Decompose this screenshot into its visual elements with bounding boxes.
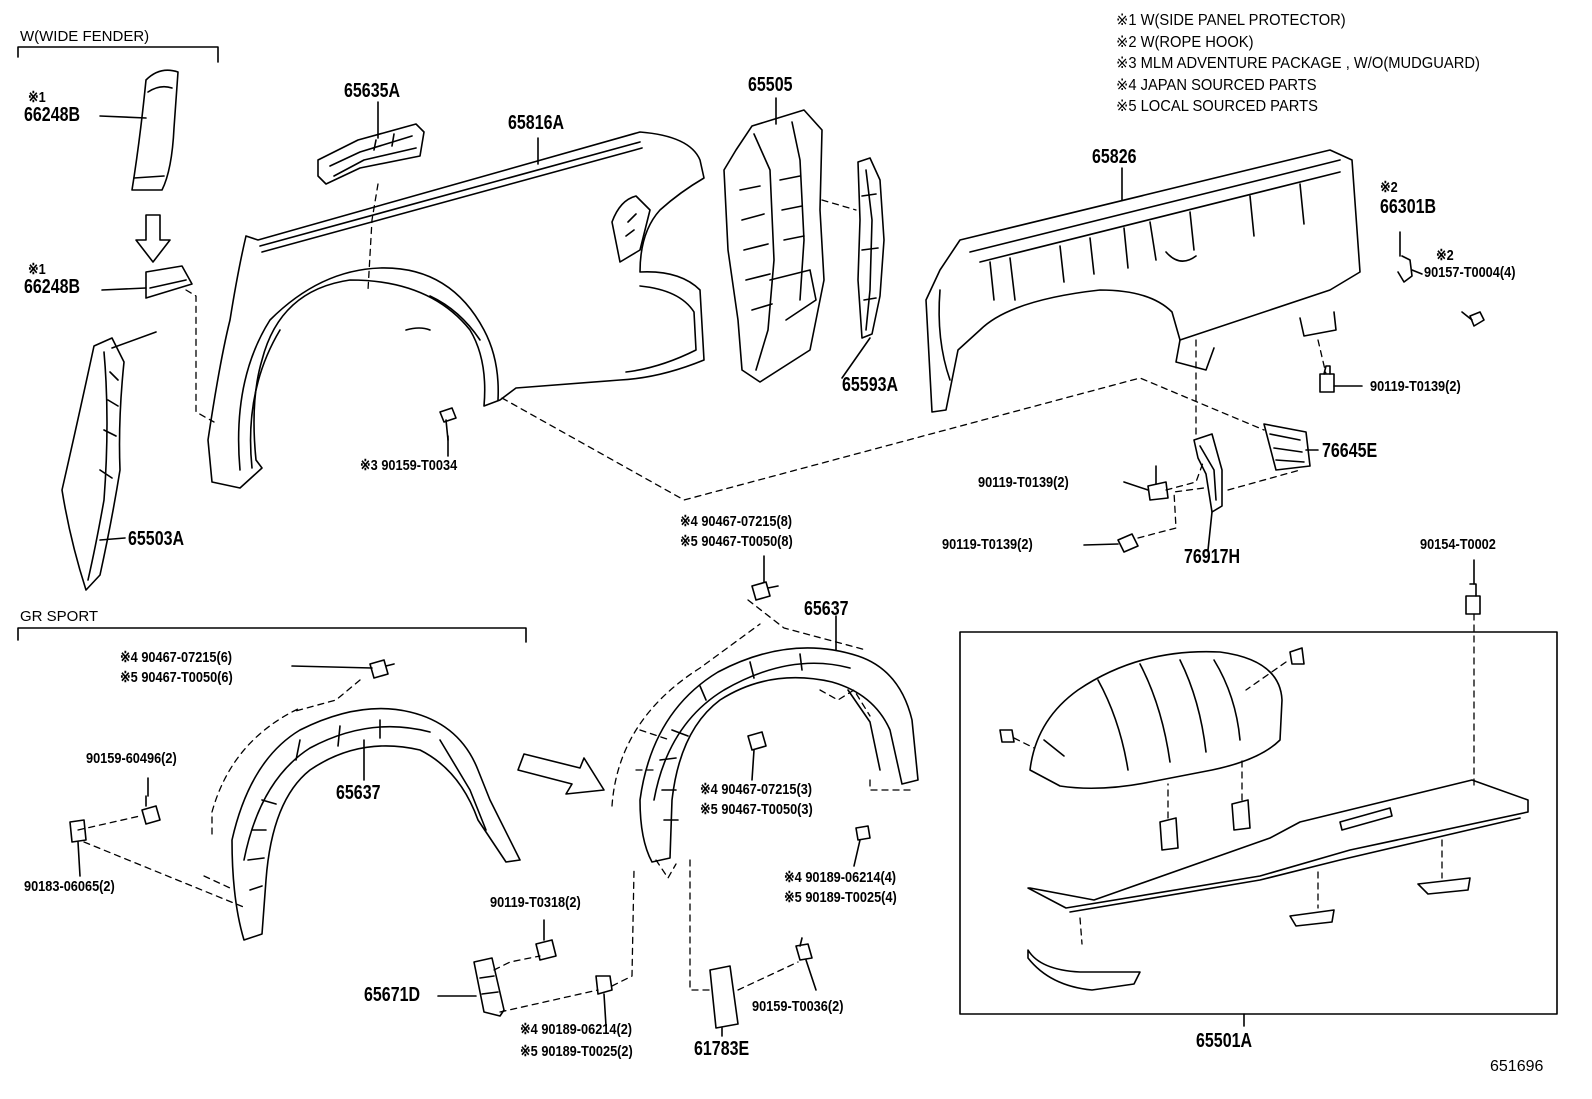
footnote-2: ※2 W(ROPE HOOK) xyxy=(1116,33,1254,51)
footnote-4: ※4 JAPAN SOURCED PARTS xyxy=(1116,76,1317,94)
part-label-90189-06214: ※4 90189-06214(4) xyxy=(784,869,897,886)
nut-icon xyxy=(595,975,613,995)
part-label-90183-06065: 90183-06065(2) xyxy=(24,878,115,895)
part-65501a-box xyxy=(959,631,1558,1015)
arrow-right-icon xyxy=(517,753,605,795)
arrow-down-icon xyxy=(135,214,171,263)
part-label-mark: ※1 xyxy=(28,261,46,278)
bolt-icon xyxy=(141,795,161,825)
part-label-90189-t0025: ※5 90189-T0025(2) xyxy=(520,1043,633,1060)
part-label-mark: ※2 xyxy=(1436,247,1454,264)
bolt-icon xyxy=(1147,465,1169,501)
part-66248b-upper xyxy=(131,69,179,191)
part-label-90159-t0036: 90159-T0036(2) xyxy=(752,998,844,1015)
part-65637-right xyxy=(639,647,919,863)
nut-icon xyxy=(855,825,871,841)
part-90183-nut xyxy=(69,819,87,843)
gr-sport-bracket xyxy=(17,627,527,643)
part-65671d xyxy=(473,957,505,1017)
part-label-61783e: 61783E xyxy=(694,1038,750,1060)
part-label-65637: 65637 xyxy=(804,598,849,620)
section-wide-fender: W(WIDE FENDER) xyxy=(20,28,150,45)
part-label-clip-japan: ※4 90467-07215(3) xyxy=(700,781,813,798)
part-label-clip-local: ※5 90467-T0050(8) xyxy=(680,533,793,550)
part-label-90119-t0139: 90119-T0139(2) xyxy=(942,536,1033,553)
part-label-90154-t0002: 90154-T0002 xyxy=(1420,536,1496,553)
part-wheelhouse-cover xyxy=(1029,650,1283,790)
part-66248b-lower xyxy=(145,265,193,299)
part-65826-bed-inner xyxy=(925,149,1361,413)
part-label-mark: ※2 xyxy=(1380,179,1398,196)
part-label-clip-japan: ※4 90467-07215(6) xyxy=(120,649,233,666)
part-61783e xyxy=(709,965,739,1029)
part-65635a xyxy=(317,123,425,185)
part-65505 xyxy=(723,109,825,383)
part-label-clip-local: ※5 90467-T0050(6) xyxy=(120,669,233,686)
part-label-66248b: 66248B xyxy=(24,104,81,126)
part-label-76645e: 76645E xyxy=(1322,440,1378,462)
footnote-3: ※3 MLM ADVENTURE PACKAGE , W/O(MUDGUARD) xyxy=(1116,55,1480,72)
part-label-66248b: 66248B xyxy=(24,276,81,298)
part-label-65816a: 65816A xyxy=(508,112,565,134)
part-label-65635a: 65635A xyxy=(344,80,401,102)
bolt-icon xyxy=(535,939,557,961)
part-label-90159-60496: 90159-60496(2) xyxy=(86,750,177,767)
part-label-clip-local: ※5 90467-T0050(3) xyxy=(700,801,813,818)
part-label-mark: ※1 xyxy=(28,89,46,106)
bolt-icon xyxy=(1319,365,1335,393)
part-76917h xyxy=(1193,433,1223,513)
part-label-65637: 65637 xyxy=(336,782,381,804)
part-label-65826: 65826 xyxy=(1092,146,1137,168)
footnote-1: ※1 W(SIDE PANEL PROTECTOR) xyxy=(1116,12,1346,29)
footnote-legend: ※1 W(SIDE PANEL PROTECTOR) ※2 W(ROPE HOO… xyxy=(1116,10,1499,118)
part-label-65501a: 65501A xyxy=(1196,1030,1253,1052)
part-bed-floor-rail xyxy=(1027,779,1529,909)
part-65637-left xyxy=(231,707,521,941)
part-label-65505: 65505 xyxy=(748,74,793,96)
part-label-65671d: 65671D xyxy=(364,984,421,1006)
clip-icon xyxy=(369,659,395,679)
bolt-icon xyxy=(1117,533,1139,553)
part-65816a-outer-panel xyxy=(207,131,705,489)
part-label-90119-t0318: 90119-T0318(2) xyxy=(490,894,581,911)
part-66301b xyxy=(1397,255,1413,283)
section-gr-sport: GR SPORT xyxy=(20,608,99,625)
bolt-icon xyxy=(795,937,813,961)
clip-icon xyxy=(751,581,779,601)
part-label-65593a: 65593A xyxy=(842,374,899,396)
clip-icon xyxy=(747,731,767,751)
part-label-66301b: 66301B xyxy=(1380,196,1437,218)
wide-fender-bracket xyxy=(17,46,219,63)
part-65593a xyxy=(857,157,885,339)
part-label-clip-japan: ※4 90467-07215(8) xyxy=(680,513,793,530)
part-65503a xyxy=(61,337,125,591)
part-label-90159-t0034: ※3 90159-T0034 xyxy=(360,457,458,474)
part-label-90119-t0139: 90119-T0139(2) xyxy=(978,474,1069,491)
part-label-65503a: 65503A xyxy=(128,528,185,550)
part-76645e xyxy=(1263,423,1311,471)
part-label-90189-t0025: ※5 90189-T0025(4) xyxy=(784,889,897,906)
part-label-90157-t0004: 90157-T0004(4) xyxy=(1424,264,1516,281)
part-label-76917h: 76917H xyxy=(1184,546,1241,568)
part-label-90119-t0139: 90119-T0139(2) xyxy=(1370,378,1461,395)
diagram-reference-code: 651696 xyxy=(1490,1058,1544,1075)
bolt-icon xyxy=(1461,311,1485,327)
part-label-90189-06214: ※4 90189-06214(2) xyxy=(520,1021,633,1038)
footnote-5: ※5 LOCAL SOURCED PARTS xyxy=(1116,98,1318,115)
part-lower-bracket xyxy=(1027,949,1141,991)
bolt-icon xyxy=(1465,583,1481,615)
